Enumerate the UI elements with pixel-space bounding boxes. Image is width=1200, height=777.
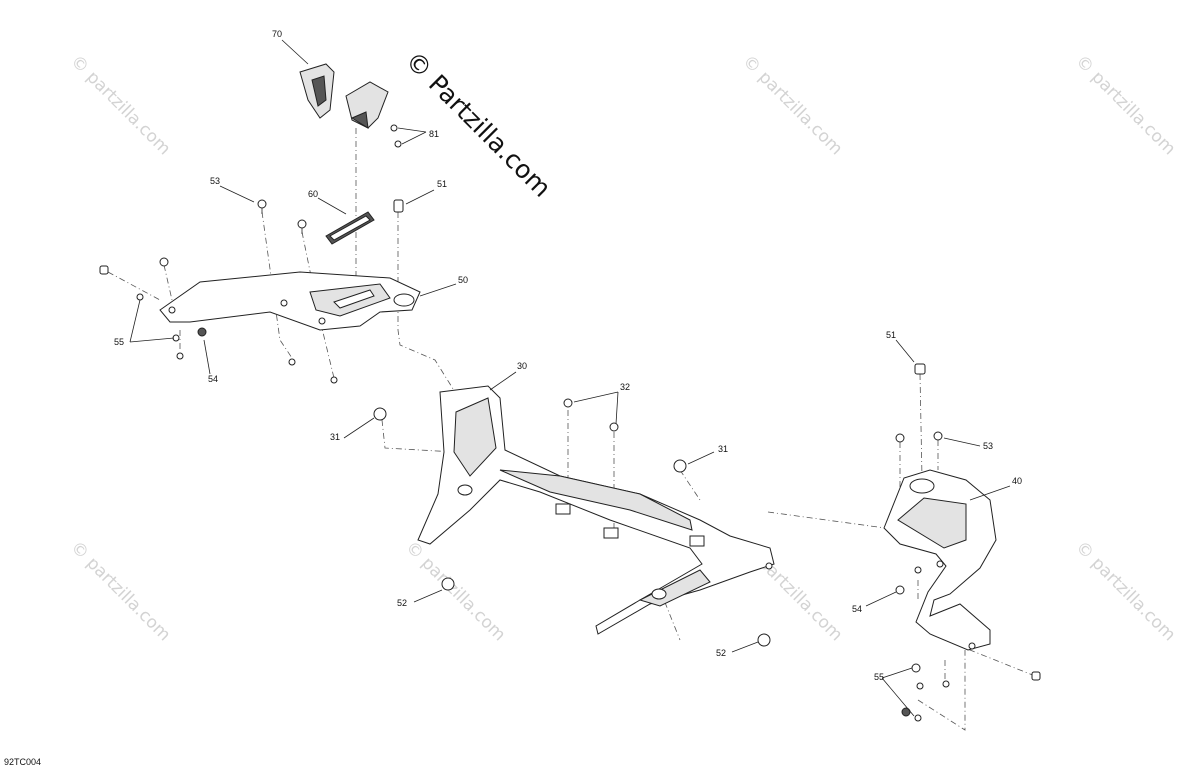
part-81-screws bbox=[390, 124, 402, 148]
callout-51-right: 51 bbox=[886, 330, 896, 340]
callout-81: 81 bbox=[429, 129, 439, 139]
part-left-small-hardware bbox=[99, 257, 338, 384]
callout-55-right: 55 bbox=[874, 672, 884, 682]
part-51-bolt-top bbox=[393, 199, 404, 213]
callout-60: 60 bbox=[308, 189, 318, 199]
callout-labels: 70 81 53 60 51 50 55 54 30 32 31 31 52 5… bbox=[114, 29, 1022, 682]
drawing-code: 92TC004 bbox=[4, 757, 42, 767]
callout-70: 70 bbox=[272, 29, 282, 39]
part-60-grip-pad bbox=[325, 211, 375, 245]
callout-51-top: 51 bbox=[437, 179, 447, 189]
callout-53-right: 53 bbox=[983, 441, 993, 451]
part-61-cap bbox=[345, 81, 389, 129]
callout-54-left: 54 bbox=[208, 374, 218, 384]
part-50-left-bracket bbox=[159, 271, 421, 331]
watermark-bottom-right: © partzilla.com bbox=[1071, 537, 1179, 645]
callout-31-right: 31 bbox=[718, 444, 728, 454]
callout-31-left: 31 bbox=[330, 432, 340, 442]
callout-52-left: 52 bbox=[397, 598, 407, 608]
callout-leaders bbox=[129, 39, 1011, 717]
watermark-top-center: © partzilla.com bbox=[738, 51, 846, 159]
callout-50: 50 bbox=[458, 275, 468, 285]
part-40-right-bracket bbox=[883, 469, 997, 651]
part-70-handle-cover bbox=[299, 63, 335, 119]
watermark-bottom-left: © partzilla.com bbox=[66, 537, 174, 645]
callout-54-right: 54 bbox=[852, 604, 862, 614]
callout-32: 32 bbox=[620, 382, 630, 392]
callout-40: 40 bbox=[1012, 476, 1022, 486]
callout-52-right: 52 bbox=[716, 648, 726, 658]
callout-30: 30 bbox=[517, 361, 527, 371]
part-53-screw-left bbox=[257, 199, 267, 214]
callout-55-left: 55 bbox=[114, 337, 124, 347]
watermark-top-right: © partzilla.com bbox=[1071, 51, 1179, 159]
assembly-lines bbox=[107, 128, 1036, 731]
watermark-top-left: © partzilla.com bbox=[66, 51, 174, 159]
part-30-main-frame bbox=[417, 385, 775, 635]
watermark-layer: © partzilla.com © partzilla.com © partzi… bbox=[66, 51, 1179, 645]
part-53-screw-left-2 bbox=[297, 219, 307, 234]
watermark-main: © Partzilla.com bbox=[400, 46, 557, 203]
callout-53-left: 53 bbox=[210, 176, 220, 186]
watermark-bottom-center: © partzilla.com bbox=[401, 537, 509, 645]
part-right-small-hardware bbox=[895, 363, 1041, 722]
part-30-fasteners bbox=[373, 398, 771, 647]
